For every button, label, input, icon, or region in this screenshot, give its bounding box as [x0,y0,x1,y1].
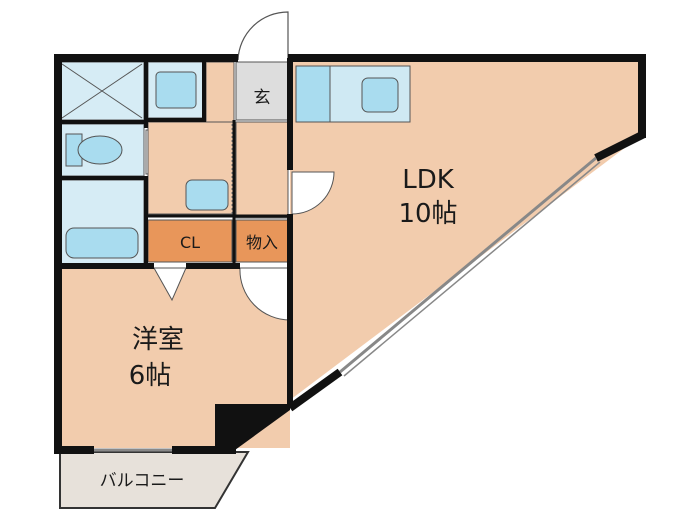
washroom [147,61,289,219]
walls [54,54,646,454]
bathtub-icon [65,227,139,259]
western-room: 洋室 6帖 [60,267,291,450]
balcony: バルコニー [59,451,250,509]
storage: 物入 [235,219,289,263]
storage-label: 物入 [246,233,278,252]
ldk-label: LDK [402,165,455,195]
closet-label: CL [180,233,200,252]
entrance-area: 玄 [235,61,289,121]
entrance-label: 玄 [254,88,271,108]
ldk-room: LDK 10帖 [290,62,642,400]
basin-icon [185,179,229,211]
balcony-label: バルコニー [100,471,185,491]
closet: CL [147,219,233,263]
washer-icon [155,71,197,109]
sink-icon [361,77,399,113]
entrance-door [237,11,289,61]
western-label: 洋室 [132,325,184,355]
ldk-size: 10帖 [398,199,457,229]
western-size: 6帖 [129,361,172,391]
